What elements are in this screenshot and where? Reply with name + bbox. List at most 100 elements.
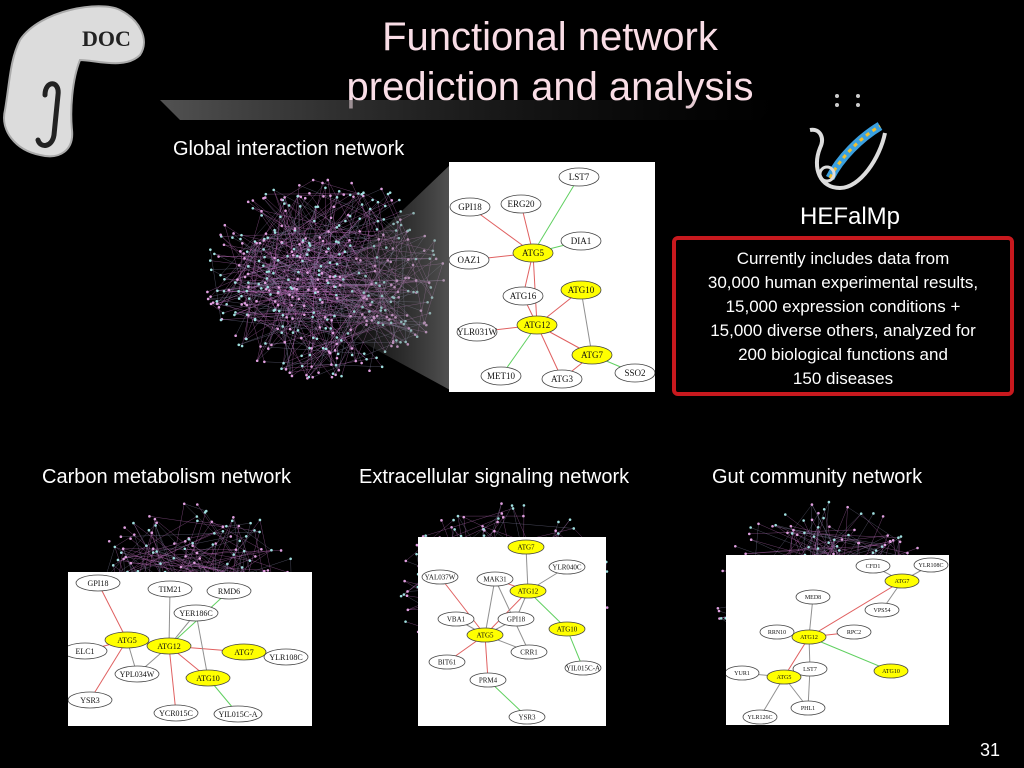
gene-label: MAK31 xyxy=(483,575,507,583)
gene-node xyxy=(263,648,309,666)
hefalmp-info-box: Currently includes data from 30,000 huma… xyxy=(672,236,1014,396)
gene-label: DIA1 xyxy=(571,236,592,246)
gene-label: ATG10 xyxy=(557,625,578,633)
gene-node xyxy=(571,345,613,365)
network-edge xyxy=(97,582,128,641)
gene-label: YLR040C xyxy=(552,563,582,571)
gene-label: YCR015C xyxy=(159,709,193,718)
hefalmp-logo-icon xyxy=(809,94,887,191)
gene-node xyxy=(508,709,546,725)
gene-node xyxy=(510,644,548,660)
gene-node xyxy=(766,669,802,685)
gene-label: OAZ1 xyxy=(458,255,481,265)
gene-node xyxy=(548,621,586,637)
gene-label: ERG20 xyxy=(508,199,536,209)
gene-label: RMD6 xyxy=(218,587,240,596)
gene-label: ATG16 xyxy=(510,291,537,301)
info-line: 15,000 diverse others, analyzed for xyxy=(710,321,976,340)
gene-label: MED8 xyxy=(805,595,821,601)
network-edge xyxy=(532,176,580,254)
gene-label: YAL037W xyxy=(425,573,456,581)
logo-text: DOC xyxy=(82,26,131,51)
info-line: 15,000 expression conditions + xyxy=(725,297,961,316)
gene-label: VBA1 xyxy=(447,615,466,623)
gene-node xyxy=(560,231,602,251)
gene-node xyxy=(185,669,231,687)
gene-node xyxy=(759,624,795,640)
gene-node xyxy=(792,661,828,677)
gene-label: GPI18 xyxy=(507,615,526,623)
gene-label: GPI18 xyxy=(458,202,482,212)
gene-label: CRR1 xyxy=(520,648,538,656)
gene-node xyxy=(873,663,909,679)
gene-node xyxy=(147,580,193,598)
gene-label: SSO2 xyxy=(624,368,645,378)
extracellular-network-label: Extracellular signaling network xyxy=(359,466,630,488)
gene-node xyxy=(68,642,108,660)
gene-node xyxy=(469,672,507,688)
gene-node xyxy=(558,167,600,187)
gene-node xyxy=(795,589,831,605)
gene-node xyxy=(541,369,583,389)
gene-label: LST7 xyxy=(803,667,817,673)
gene-label: CFD1 xyxy=(866,564,881,570)
gene-label: YLR108C xyxy=(918,563,943,569)
gene-node xyxy=(500,194,542,214)
network-edge xyxy=(168,588,171,647)
gene-node xyxy=(512,243,554,263)
title-line-1: Functional network xyxy=(382,15,718,59)
gene-node xyxy=(497,611,535,627)
gene-label: YSR3 xyxy=(80,696,100,705)
slide-title: Functional network prediction and analys… xyxy=(250,12,850,112)
gene-node xyxy=(864,602,900,618)
gene-label: PRM4 xyxy=(479,676,498,684)
network-edge xyxy=(808,580,903,638)
gene-label: ATG5 xyxy=(522,248,544,258)
gene-node xyxy=(836,624,872,640)
gene-label: YPL034W xyxy=(120,670,155,679)
gene-label: ATG7 xyxy=(234,648,254,657)
gene-node xyxy=(480,366,522,386)
gene-node xyxy=(428,654,466,670)
gene-node xyxy=(206,582,252,600)
gene-node xyxy=(476,571,514,587)
gene-label: MET10 xyxy=(487,371,515,381)
gene-node xyxy=(114,665,160,683)
gene-label: ATG12 xyxy=(518,587,539,595)
gene-label: YIL015C-A xyxy=(566,664,600,672)
gene-node xyxy=(791,629,827,645)
network-edge xyxy=(580,289,593,356)
gene-node xyxy=(173,604,219,622)
zoom-funnel-decoration xyxy=(340,165,450,390)
gut-network-label: Gut community network xyxy=(712,466,923,488)
gene-label: ATG10 xyxy=(196,674,220,683)
network-edge xyxy=(484,634,489,681)
gene-node xyxy=(437,611,475,627)
gene-node xyxy=(855,558,891,574)
gene-node xyxy=(449,197,491,217)
gene-label: ATG7 xyxy=(581,350,603,360)
gene-label: ELC1 xyxy=(75,647,94,656)
gene-node xyxy=(104,631,150,649)
gene-label: RRN10 xyxy=(768,630,786,636)
title-underline-decoration xyxy=(160,100,780,120)
gene-label: ATG12 xyxy=(157,642,181,651)
gene-node xyxy=(456,322,498,342)
gene-label: TIM21 xyxy=(159,585,182,594)
gene-node xyxy=(548,559,586,575)
network-edge xyxy=(439,576,486,636)
gene-node xyxy=(75,574,121,592)
gene-node xyxy=(221,643,267,661)
gene-label: ATG7 xyxy=(895,579,910,585)
gene-node xyxy=(726,665,760,681)
gene-label: ATG7 xyxy=(517,543,535,551)
info-line: 200 biological functions and xyxy=(738,345,948,364)
network-edge xyxy=(808,636,892,672)
gene-label: VPS54 xyxy=(873,608,890,614)
hefalmp-name: HEFalMp xyxy=(799,203,901,230)
gene-node xyxy=(449,250,490,270)
gene-node xyxy=(466,627,504,643)
gene-node xyxy=(502,286,544,306)
